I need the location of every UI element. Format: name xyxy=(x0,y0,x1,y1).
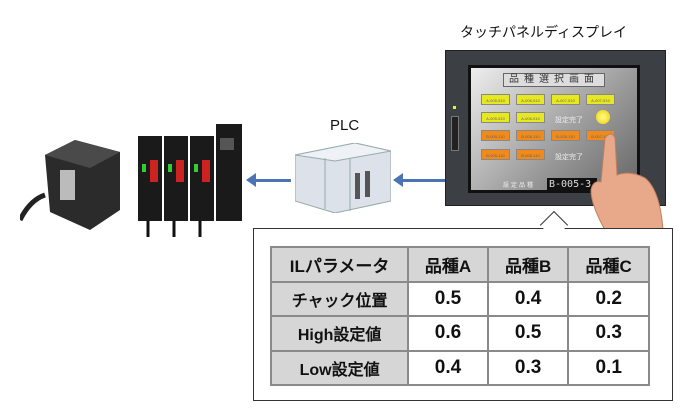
table-row: High設定値 0.6 0.5 0.3 xyxy=(269,315,650,352)
panel-card-slot xyxy=(451,116,459,151)
value-cell: 0.6 xyxy=(407,315,489,352)
screen-button-b[interactable]: B-005-110 xyxy=(481,149,510,160)
table-row: Low設定値 0.4 0.3 0.1 xyxy=(269,349,650,386)
value-cell: 0.2 xyxy=(567,280,650,317)
screen-button-a[interactable]: A-006-510 xyxy=(516,112,545,123)
value-cell: 0.3 xyxy=(567,315,650,352)
screen-button-b[interactable]: B-006-110 xyxy=(516,149,545,160)
done-lamp-a xyxy=(596,110,610,124)
screen-button-a[interactable]: A-005-510 xyxy=(481,112,510,123)
parameter-callout: ILパラメータ 品種A 品種B 品種C チャック位置 0.5 0.4 0.2 H… xyxy=(253,210,673,401)
value-cell: 0.3 xyxy=(486,349,570,386)
header-cell: 品種A xyxy=(407,246,489,283)
current-product-value: B-005-3 xyxy=(547,178,597,191)
screen-button-b[interactable]: B-007-112 xyxy=(586,130,615,141)
amplifier-units-image xyxy=(138,122,242,237)
current-product-label: 設定品種 xyxy=(503,183,536,189)
value-cell: 0.5 xyxy=(486,315,570,352)
callout-pointer xyxy=(539,210,569,240)
screen-button-a[interactable]: A-007-510 xyxy=(586,94,615,105)
table-row: チャック位置 0.5 0.4 0.2 xyxy=(269,280,650,317)
panel-indicator-led xyxy=(453,106,456,109)
parameter-table: ILパラメータ 品種A 品種B 品種C チャック位置 0.5 0.4 0.2 H… xyxy=(269,246,650,386)
header-cell: 品種C xyxy=(567,246,650,283)
value-cell: 0.5 xyxy=(407,280,489,317)
touch-panel-label: タッチパネルディスプレイ xyxy=(460,24,628,40)
arrow-plc-to-amplifier xyxy=(246,173,291,187)
sensor-head-image xyxy=(17,140,120,230)
touch-panel-display: 品種選択画面 A-005-510 A-006-510 A-007-510 A-0… xyxy=(445,50,666,206)
arrow-panel-to-plc xyxy=(393,173,446,187)
row-label: チャック位置 xyxy=(269,280,410,317)
screen-title: 品種選択画面 xyxy=(503,73,605,87)
row-label: High設定値 xyxy=(269,315,410,352)
screen-button-b[interactable]: B-006-110 xyxy=(516,130,545,141)
header-cell: ILパラメータ xyxy=(269,246,410,283)
row-label: Low設定値 xyxy=(269,349,410,386)
screen-button-a[interactable]: A-005-510 xyxy=(481,94,510,105)
panel-screen: 品種選択画面 A-005-510 A-006-510 A-007-510 A-0… xyxy=(468,65,640,193)
screen-button-a[interactable]: A-007-510 xyxy=(551,94,580,105)
table-header-row: ILパラメータ 品種A 品種B 品種C xyxy=(269,246,650,283)
screen-button-a[interactable]: A-006-510 xyxy=(516,94,545,105)
screen-button-b[interactable]: B-005-110 xyxy=(481,130,510,141)
plc-image xyxy=(294,142,392,214)
finger-hand-image xyxy=(585,130,665,231)
done-label-b: 設定完了 xyxy=(555,154,583,161)
header-cell: 品種B xyxy=(486,246,570,283)
value-cell: 0.4 xyxy=(486,280,570,317)
screen-button-b[interactable]: B-005-110 xyxy=(551,130,580,141)
done-label-a: 設定完了 xyxy=(555,117,583,124)
plc-label: PLC xyxy=(330,117,360,134)
value-cell: 0.4 xyxy=(407,349,489,386)
value-cell: 0.1 xyxy=(567,349,650,386)
